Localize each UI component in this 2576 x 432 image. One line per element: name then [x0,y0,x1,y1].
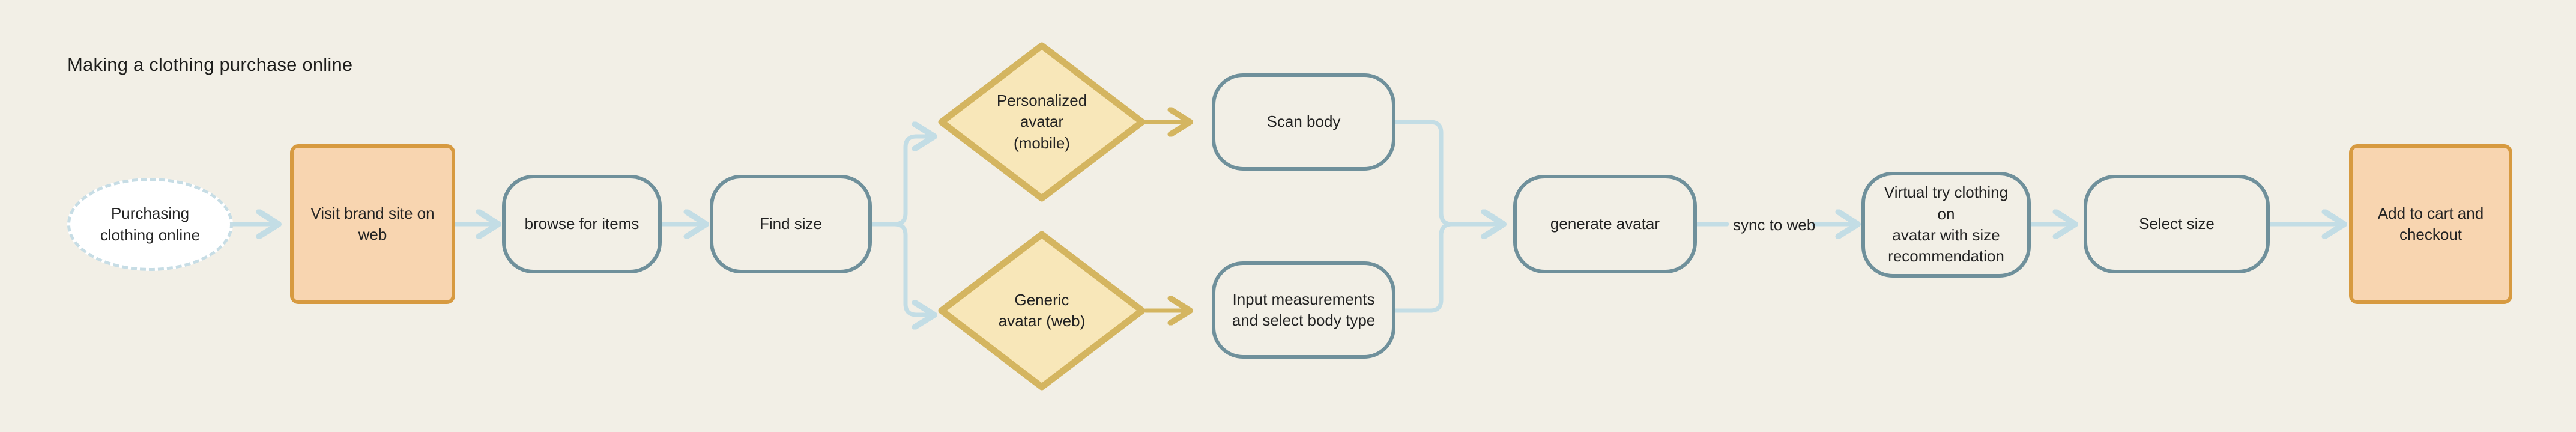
node-select-size[interactable]: Select size [2084,175,2270,273]
edge-label-sync-to-web: sync to web [1733,216,1816,234]
node-scan-body[interactable]: Scan body [1212,73,1395,171]
node-label: browse for items [524,214,639,233]
node-label: Scan body [1266,112,1341,131]
node-find-size[interactable]: Find size [710,175,872,273]
edge-inputmeas-to-genavatar [1393,224,1501,313]
page-title: Making a clothing purchase online [67,54,353,75]
diamond-shape [938,231,1146,391]
node-label: Select size [2139,214,2215,233]
node-label: Find size [759,214,823,233]
diamond-shape [938,42,1146,202]
edge-findsize-to-personalized [869,136,932,227]
node-generate-avatar[interactable]: generate avatar [1513,175,1697,273]
edge-scanbody-to-genavatar [1393,120,1501,224]
node-label: generate avatar [1550,214,1660,233]
edge-findsize-to-generic [869,222,932,315]
node-browse-for-items[interactable]: browse for items [502,175,662,273]
